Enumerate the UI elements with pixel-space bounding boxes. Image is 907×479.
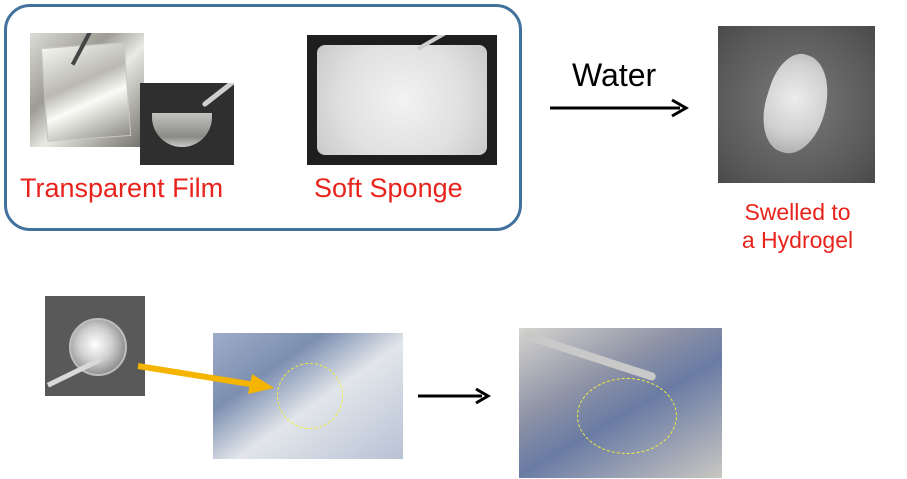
tissue-application-photo (213, 333, 403, 459)
highlight-circle (577, 378, 677, 454)
soft-sponge-photo (307, 35, 497, 165)
hydrogel-photo (718, 26, 875, 183)
arrow-right-icon (550, 98, 690, 118)
hydrogel-caption-line1: Swelled to (744, 199, 851, 225)
tweezer-icon (201, 83, 234, 108)
hydrogel-blob (752, 47, 840, 161)
highlight-circle (277, 363, 343, 429)
transparent-film-caption: Transparent Film (20, 173, 224, 203)
soft-sponge-caption: Soft Sponge (314, 173, 463, 203)
tweezer-icon (521, 330, 657, 382)
hydrogel-patch-photo (45, 296, 145, 396)
sponge-body (317, 45, 487, 155)
tissue-adhesion-photo (519, 328, 722, 478)
hydrogel-caption-line2: a Hydrogel (741, 227, 854, 253)
film-sheet (40, 42, 132, 142)
curled-film (152, 113, 212, 147)
transparent-film-photo (30, 33, 144, 147)
arrow-right-icon (418, 387, 491, 405)
curled-film-photo (140, 83, 234, 165)
water-label: Water (572, 57, 657, 93)
arrow-diagonal-icon (137, 363, 274, 394)
